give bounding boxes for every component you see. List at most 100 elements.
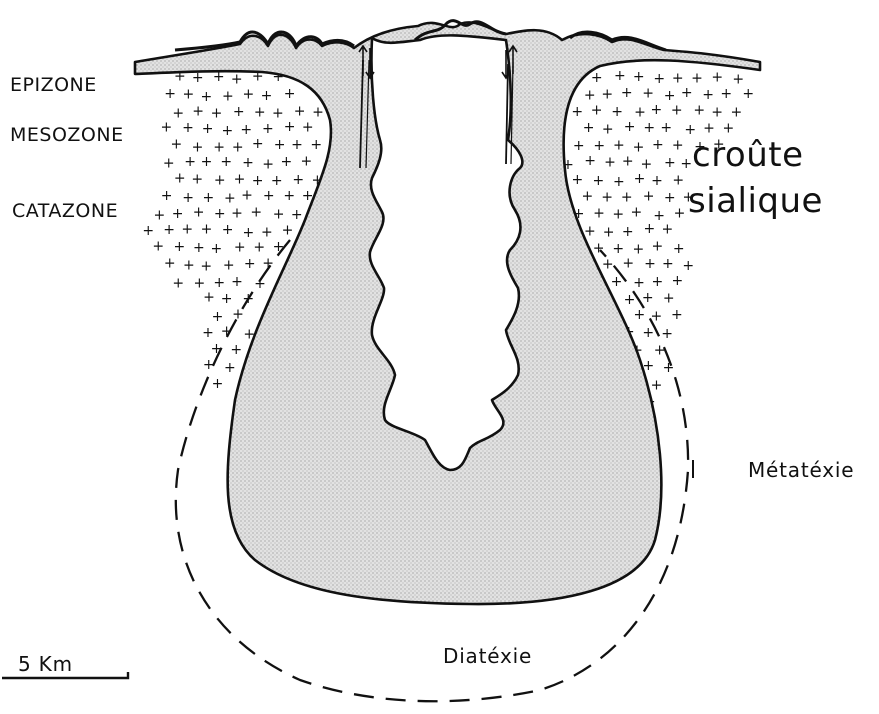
crust-plus-mark: + <box>651 378 663 394</box>
crust-plus-mark: + <box>673 241 685 257</box>
crust-plus-mark: + <box>214 206 226 222</box>
crust-plus-mark: + <box>310 137 322 153</box>
crust-plus-mark: + <box>154 208 166 224</box>
crust-plus-mark: + <box>283 188 295 204</box>
crust-plus-mark: + <box>634 105 646 121</box>
crust-plus-mark: + <box>243 87 255 103</box>
crust-plus-mark: + <box>602 122 614 138</box>
crust-plus-mark: + <box>224 360 236 376</box>
crust-plus-mark: + <box>191 171 203 187</box>
crust-plus-mark: + <box>664 155 676 171</box>
crust-plus-mark: + <box>604 154 616 170</box>
crust-plus-mark: + <box>643 189 655 205</box>
crust-plus-mark: + <box>674 205 686 221</box>
crust-plus-mark: + <box>163 222 175 238</box>
crust-plus-mark: + <box>292 172 304 188</box>
crust-plus-mark: + <box>711 70 723 86</box>
crust-plus-mark: + <box>672 173 684 189</box>
crust-plus-mark: + <box>621 85 633 101</box>
label-mesozone: MESOZONE <box>10 124 124 146</box>
crust-plus-mark: + <box>644 221 656 237</box>
crust-plus-mark: + <box>230 342 242 358</box>
crust-plus-mark: + <box>571 104 583 120</box>
crust-plus-mark: + <box>663 291 675 307</box>
crust-plus-mark: + <box>603 224 615 240</box>
crust-plus-mark: + <box>671 307 683 323</box>
crust-plus-mark: + <box>593 206 605 222</box>
crust-plus-mark: + <box>691 71 703 87</box>
crust-plus-mark: + <box>203 290 215 306</box>
crust-plus-mark: + <box>254 276 266 292</box>
crust-plus-mark: + <box>624 292 636 308</box>
crust-plus-mark: + <box>591 103 603 119</box>
label-diatexie: Diatéxie <box>443 644 532 668</box>
crust-plus-mark: + <box>212 376 224 392</box>
crust-plus-mark: + <box>612 207 624 223</box>
crust-plus-mark: + <box>660 120 672 136</box>
crust-plus-mark: + <box>614 68 626 84</box>
crust-plus-mark: + <box>152 239 164 255</box>
crust-plus-mark: + <box>613 174 625 190</box>
crust-plus-mark: + <box>272 106 284 122</box>
crust-plus-mark: + <box>584 153 596 169</box>
crust-plus-mark: + <box>262 121 274 137</box>
crust-plus-mark: + <box>172 276 184 292</box>
label-crust-line2: sialique <box>688 184 823 218</box>
crust-plus-mark: + <box>622 255 634 271</box>
crust-plus-mark: + <box>653 71 665 87</box>
crust-plus-mark: + <box>631 205 643 221</box>
crust-plus-mark: + <box>702 87 714 103</box>
crust-plus-mark: + <box>232 139 244 155</box>
crust-plus-mark: + <box>613 137 625 153</box>
crust-plus-mark: + <box>593 138 605 154</box>
crust-plus-mark: + <box>223 258 235 274</box>
crust-plus-mark: + <box>573 138 585 154</box>
crust-plus-mark: + <box>241 188 253 204</box>
crust-plus-mark: + <box>142 223 154 239</box>
crust-plus-mark: + <box>231 72 243 88</box>
crust-plus-mark: + <box>181 221 193 237</box>
crust-plus-mark: + <box>261 225 273 241</box>
crust-plus-mark: + <box>302 120 314 136</box>
crust-plus-mark: + <box>233 104 245 120</box>
crust-plus-mark: + <box>253 240 265 256</box>
crust-plus-mark: + <box>161 120 173 136</box>
crust-plus-mark: + <box>633 69 645 85</box>
crust-plus-mark: + <box>211 105 223 121</box>
crust-plus-mark: + <box>222 88 234 104</box>
crust-plus-mark: + <box>274 137 286 153</box>
crust-plus-mark: + <box>182 190 194 206</box>
crust-plus-mark: + <box>262 157 274 173</box>
crust-plus-mark: + <box>214 173 226 189</box>
crust-plus-mark: + <box>193 204 205 220</box>
crust-plus-mark: + <box>273 206 285 222</box>
crust-plus-mark: + <box>593 173 605 189</box>
crust-plus-mark: + <box>252 136 264 152</box>
crust-plus-mark: + <box>663 360 675 376</box>
label-crust-line1: croûte <box>692 138 804 172</box>
crust-plus-mark: + <box>282 222 294 238</box>
crust-plus-mark: + <box>711 104 723 120</box>
crust-plus-mark: + <box>671 103 683 119</box>
crust-plus-mark: + <box>642 86 654 102</box>
crust-plus-mark: + <box>584 223 596 239</box>
crust-plus-mark: + <box>202 325 214 341</box>
crust-plus-mark: + <box>633 242 645 258</box>
crust-plus-mark: + <box>664 88 676 104</box>
crust-plus-mark: + <box>161 188 173 204</box>
crust-plus-mark: + <box>172 206 184 222</box>
crust-plus-mark: + <box>634 307 646 323</box>
crust-plus-mark: + <box>193 240 205 256</box>
crust-plus-mark: + <box>622 224 634 240</box>
label-metatexie: Métatéxie <box>748 458 854 482</box>
crust-plus-mark: + <box>164 255 176 271</box>
crust-plus-mark: + <box>584 87 596 103</box>
crust-plus-mark: + <box>243 225 255 241</box>
crust-plus-mark: + <box>183 258 195 274</box>
crust-plus-mark: + <box>643 120 655 136</box>
crust-plus-mark: + <box>231 206 243 222</box>
crust-plus-mark: + <box>250 204 262 220</box>
label-catazone: CATAZONE <box>12 200 118 222</box>
crust-plus-mark: + <box>661 326 673 342</box>
